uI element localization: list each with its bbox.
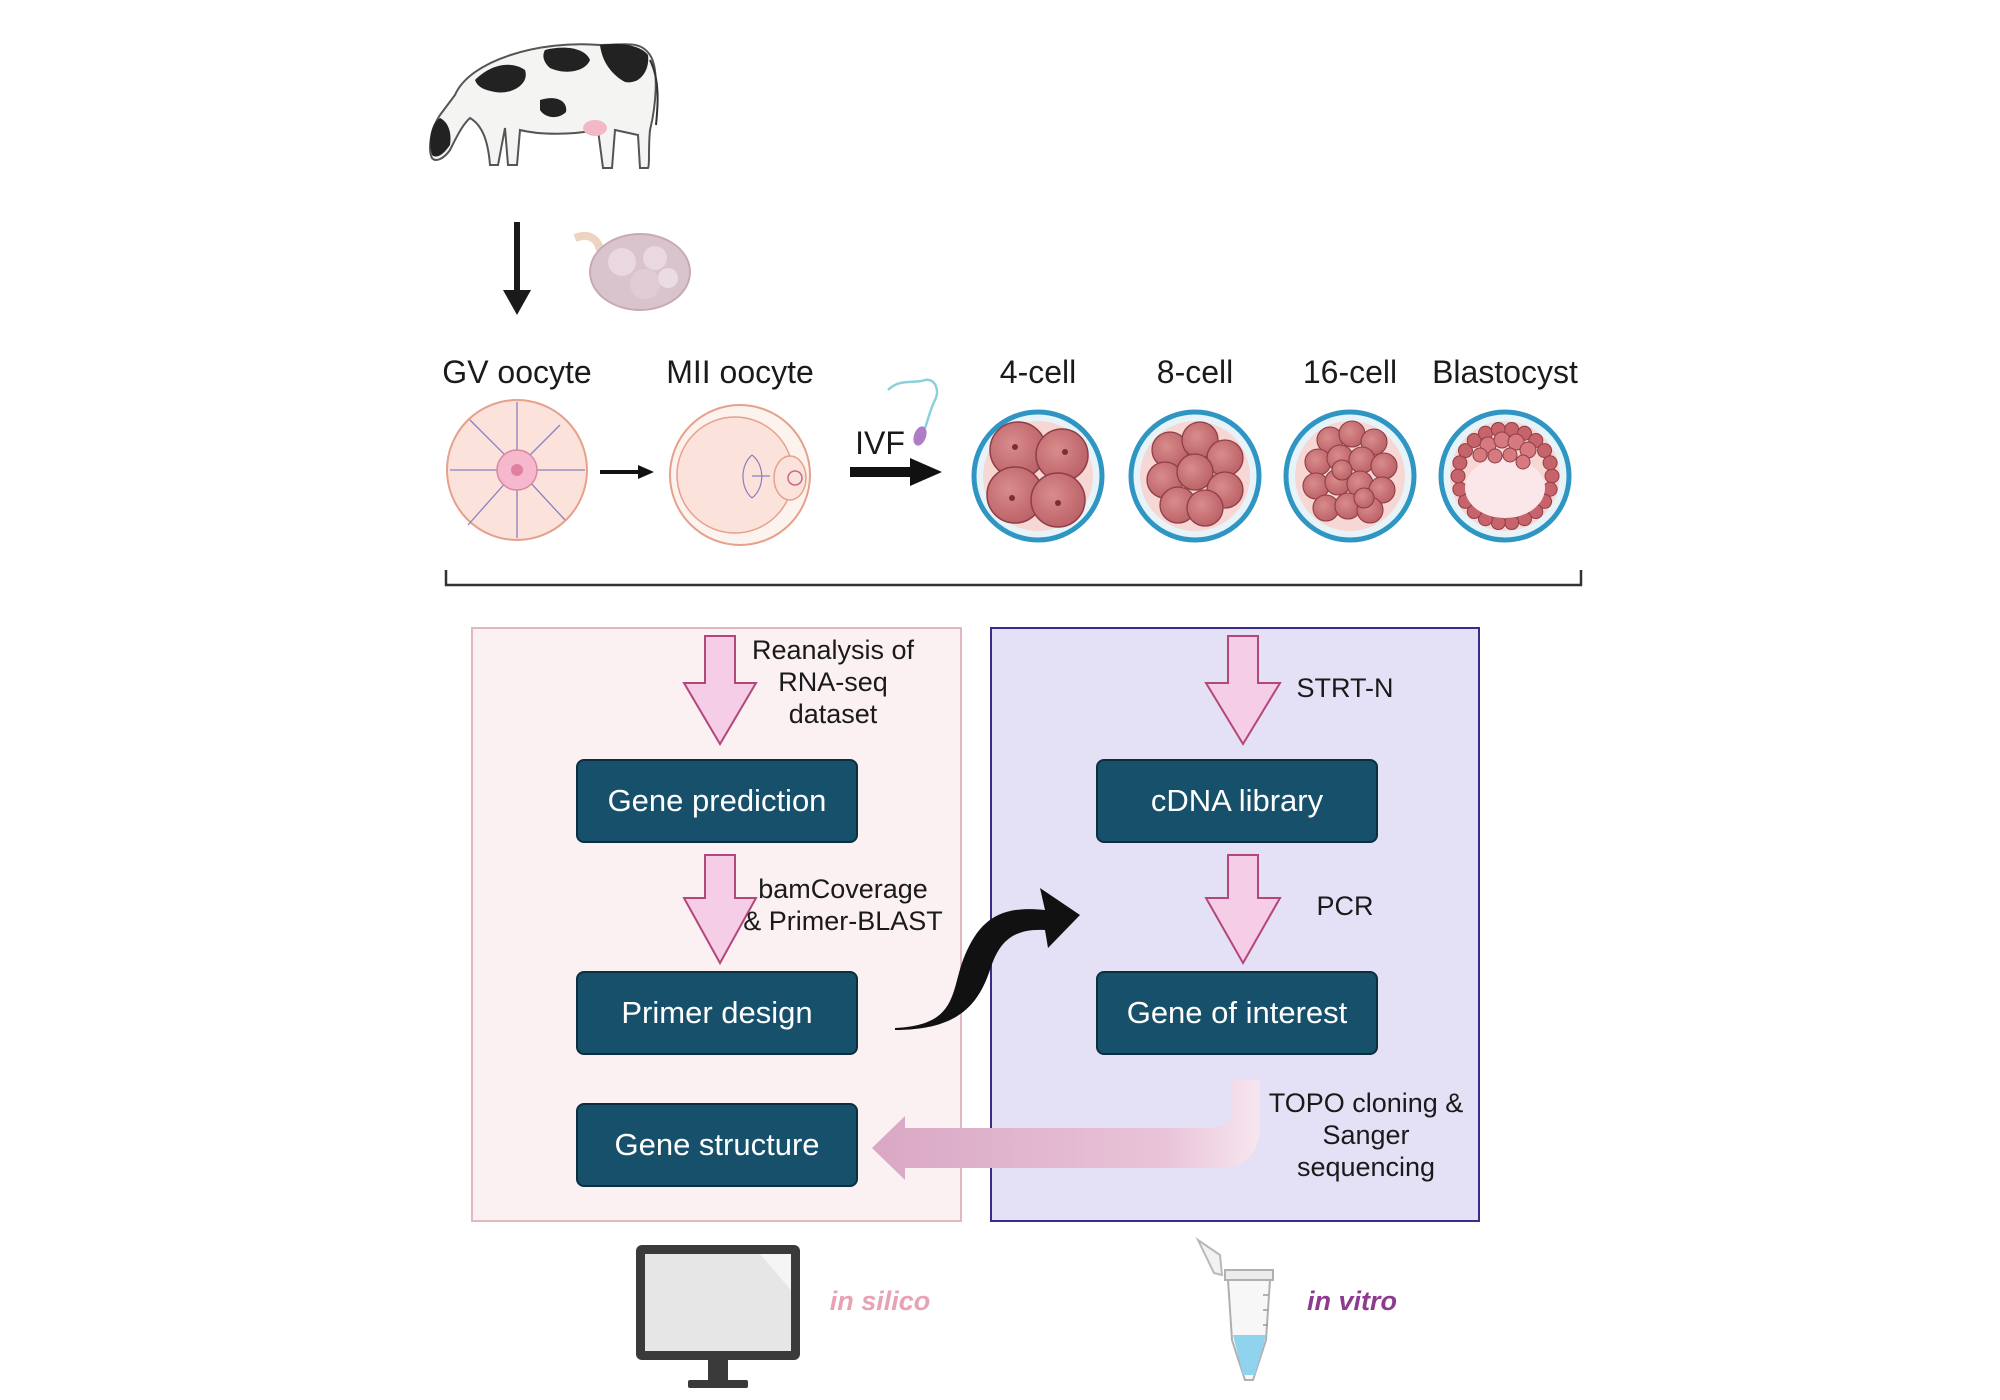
step-reanalysis: Reanalysis of RNA-seq dataset bbox=[751, 635, 915, 729]
gene-of-interest-box: Gene of interest bbox=[1096, 971, 1378, 1055]
stage-label-blastocyst: Blastocyst bbox=[1432, 354, 1578, 390]
ovary-icon bbox=[573, 231, 691, 311]
step-strt-n: STRT-N bbox=[1296, 673, 1394, 703]
gene-prediction-box: Gene prediction bbox=[576, 759, 858, 843]
step-topo-cloning: TOPO cloning & Sanger sequencing bbox=[1268, 1088, 1464, 1182]
primer-design-box: Primer design bbox=[576, 971, 858, 1055]
sperm-icon bbox=[887, 378, 939, 446]
stage-label-mii: MII oocyte bbox=[666, 354, 814, 390]
trophectoderm-cell bbox=[1544, 468, 1560, 484]
curved-arrow-icon bbox=[895, 888, 1080, 1030]
trophectoderm-cell bbox=[1457, 443, 1473, 459]
trophectoderm-cell bbox=[1452, 455, 1468, 471]
stage-label-16cell: 16-cell bbox=[1302, 354, 1398, 390]
gene-structure-box: Gene structure bbox=[576, 1103, 858, 1187]
cow-icon bbox=[429, 43, 659, 169]
stage-label-gv: GV oocyte bbox=[442, 354, 592, 390]
stage-label-4cell: 4-cell bbox=[999, 354, 1077, 390]
stage-label-ivf: IVF bbox=[855, 425, 905, 461]
trophectoderm-cell bbox=[1537, 443, 1553, 459]
microtube-icon bbox=[1195, 1237, 1274, 1381]
trophectoderm-cell bbox=[1542, 455, 1558, 471]
trophectoderm-cell bbox=[1452, 481, 1468, 497]
embryo-4cell-icon bbox=[971, 409, 1105, 543]
pink-arrows bbox=[682, 635, 1282, 966]
in-silico-caption: in silico bbox=[829, 1286, 931, 1316]
embryo-8cell-icon bbox=[1128, 409, 1262, 543]
mii-oocyte-icon bbox=[669, 404, 811, 546]
trophectoderm-cell bbox=[1450, 468, 1466, 484]
step-bamcoverage: bamCoverage & Primer-BLAST bbox=[743, 874, 943, 936]
step-pcr: PCR bbox=[1316, 891, 1374, 921]
return-arrow-icon bbox=[872, 1080, 1260, 1180]
in-vitro-caption: in vitro bbox=[1306, 1286, 1398, 1316]
stage-label-8cell: 8-cell bbox=[1156, 354, 1234, 390]
monitor-icon bbox=[636, 1245, 800, 1388]
cdna-library-box: cDNA library bbox=[1096, 759, 1378, 843]
embryo-16cell-icon bbox=[1283, 409, 1417, 543]
down-arrow-icon bbox=[503, 290, 531, 315]
blastocyst-icon bbox=[1438, 409, 1572, 543]
gv-oocyte-icon bbox=[446, 399, 588, 541]
stage-bracket bbox=[444, 570, 1583, 587]
